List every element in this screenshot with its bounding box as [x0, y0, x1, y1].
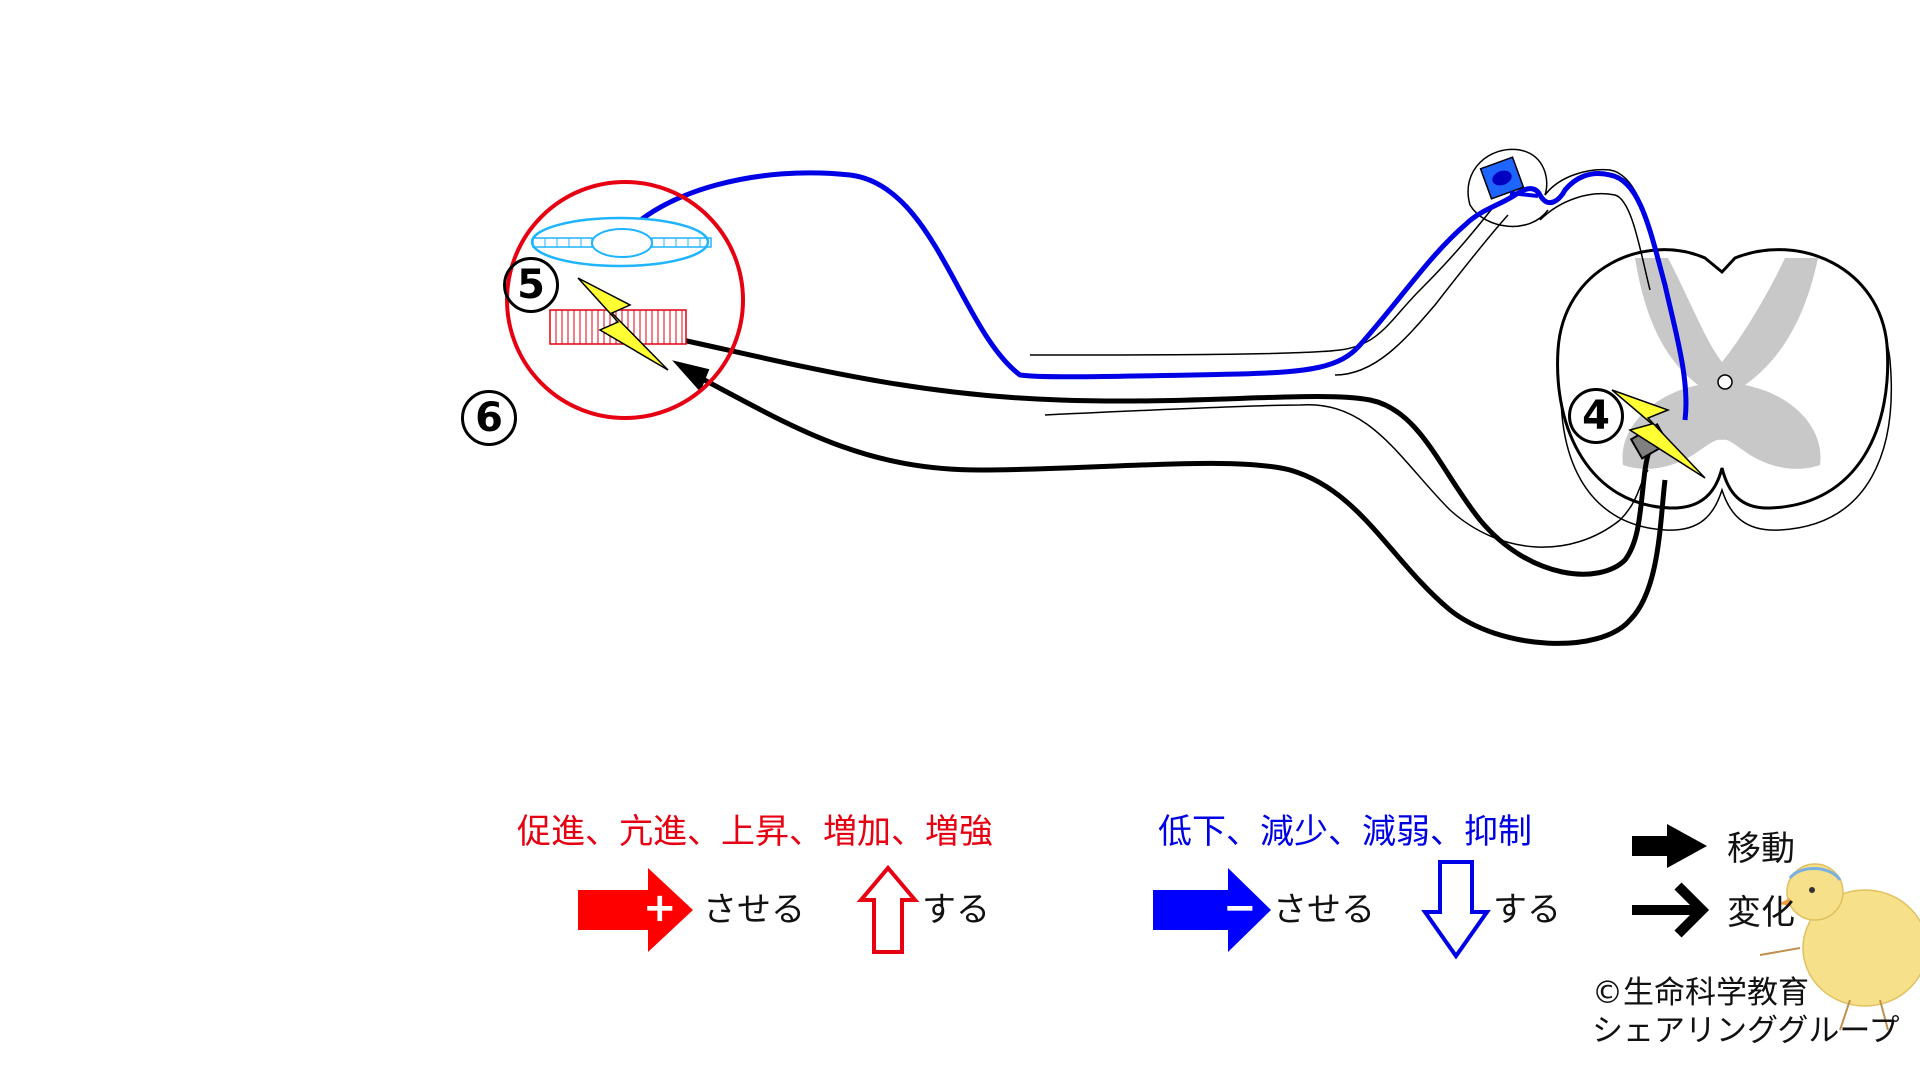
marker-4: 4	[1568, 388, 1624, 444]
make-suffix-blue: させる	[1273, 890, 1375, 930]
chick-mascot-icon	[1759, 863, 1920, 1031]
motor-neuron-path-1	[644, 329, 1661, 577]
change-arrow-icon	[1632, 882, 1710, 938]
nerve-outline-branch	[1334, 214, 1509, 376]
central-canal	[1717, 374, 1733, 390]
dorsal-root-outline	[1539, 193, 1651, 291]
move-arrow-icon	[1632, 824, 1707, 868]
blue-minus-arrow-icon	[1153, 868, 1271, 952]
credit-line-1: ©生命科学教育	[1592, 975, 1809, 1011]
do-suffix-blue: する	[1493, 890, 1561, 930]
sensory-cell-body	[1479, 156, 1525, 200]
nerve-outline-bottom	[1044, 404, 1649, 548]
nerve-outline-top	[1029, 204, 1496, 356]
change-label: 変化	[1727, 893, 1795, 933]
red-up-arrow-icon	[856, 864, 920, 954]
motor-neuron-path-2	[693, 372, 1668, 646]
red-plus-arrow-icon	[578, 868, 693, 952]
increase-terms: 促進、亢進、上昇、増加、増強	[517, 812, 993, 852]
credit-line-2: シェアリンググループ	[1592, 1013, 1900, 1049]
motor-arrow-head	[672, 360, 710, 392]
lightning-bolt-icon	[1611, 389, 1706, 479]
decrease-terms: 低下、減少、減弱、抑制	[1158, 812, 1532, 852]
make-suffix-red: させる	[703, 890, 805, 930]
blue-down-arrow-icon	[1421, 860, 1491, 960]
muscle-spindle	[530, 216, 712, 268]
do-suffix-red: する	[922, 890, 990, 930]
minus-sign: −	[1223, 885, 1257, 931]
lightning-bolt-icon	[577, 277, 669, 371]
marker-6: 6	[461, 390, 517, 446]
cell-body-stalk	[1509, 191, 1539, 198]
sensory-neuron-path	[618, 170, 1689, 421]
move-label: 移動	[1727, 829, 1795, 869]
marker-5: 5	[503, 257, 559, 313]
plus-sign: +	[643, 885, 677, 931]
